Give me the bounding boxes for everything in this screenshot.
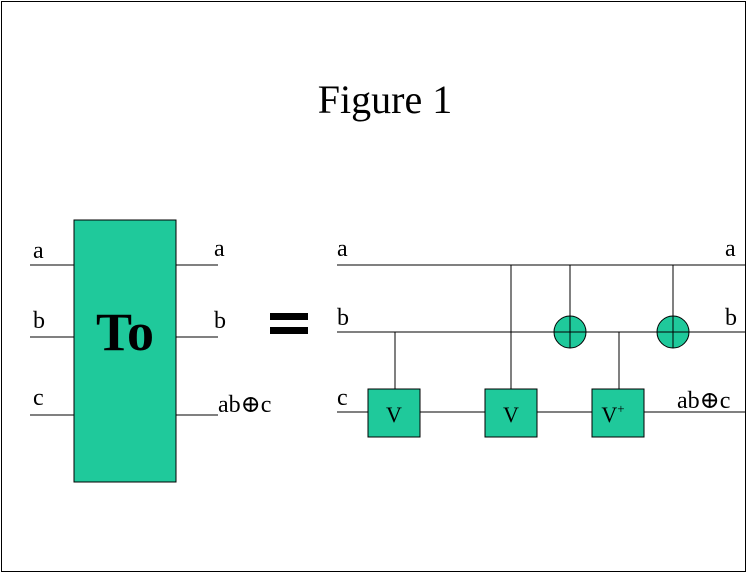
gate-4-label-sup: + (617, 401, 624, 416)
to-gate-block: To a b c a b ab⊕c (30, 219, 271, 483)
left-output-label-b: b (214, 308, 226, 334)
gate-2-controlled-v: V (484, 265, 538, 438)
right-output-label-a: a (725, 236, 736, 262)
right-input-label-b: b (337, 305, 349, 331)
right-input-label-a: a (337, 236, 348, 262)
gate-1-controlled-v: V (367, 332, 421, 438)
gate-2-box (484, 388, 538, 438)
gate-2-label: V (503, 402, 519, 427)
right-output-label-c: ab⊕c (677, 388, 730, 414)
left-input-label-b: b (33, 308, 45, 334)
right-input-label-c: c (337, 385, 348, 411)
gate-4-controlled-v-dagger: V+ (591, 332, 645, 438)
gate-3-cnot (553, 265, 587, 349)
gate-1-label: V (386, 402, 402, 427)
right-output-label-b: b (725, 305, 737, 331)
gate-4-box (591, 388, 645, 438)
to-gate-label: To (96, 302, 154, 362)
gate-4-label-main: V (601, 402, 617, 427)
gate-5-cnot (656, 265, 690, 349)
gate-1-box (367, 388, 421, 438)
decomposed-circuit: a b c a b ab⊕c V V (337, 236, 746, 438)
equals-text: = (289, 329, 290, 331)
to-gate-box (73, 219, 177, 483)
figure-title: Figure 1 (318, 77, 452, 122)
left-output-label-a: a (214, 236, 225, 262)
left-input-label-c: c (33, 385, 44, 411)
left-output-label-c: ab⊕c (218, 392, 271, 418)
gate-4-label: V+ (601, 401, 624, 427)
left-input-label-a: a (33, 238, 44, 264)
equals-sign: = (270, 313, 308, 334)
